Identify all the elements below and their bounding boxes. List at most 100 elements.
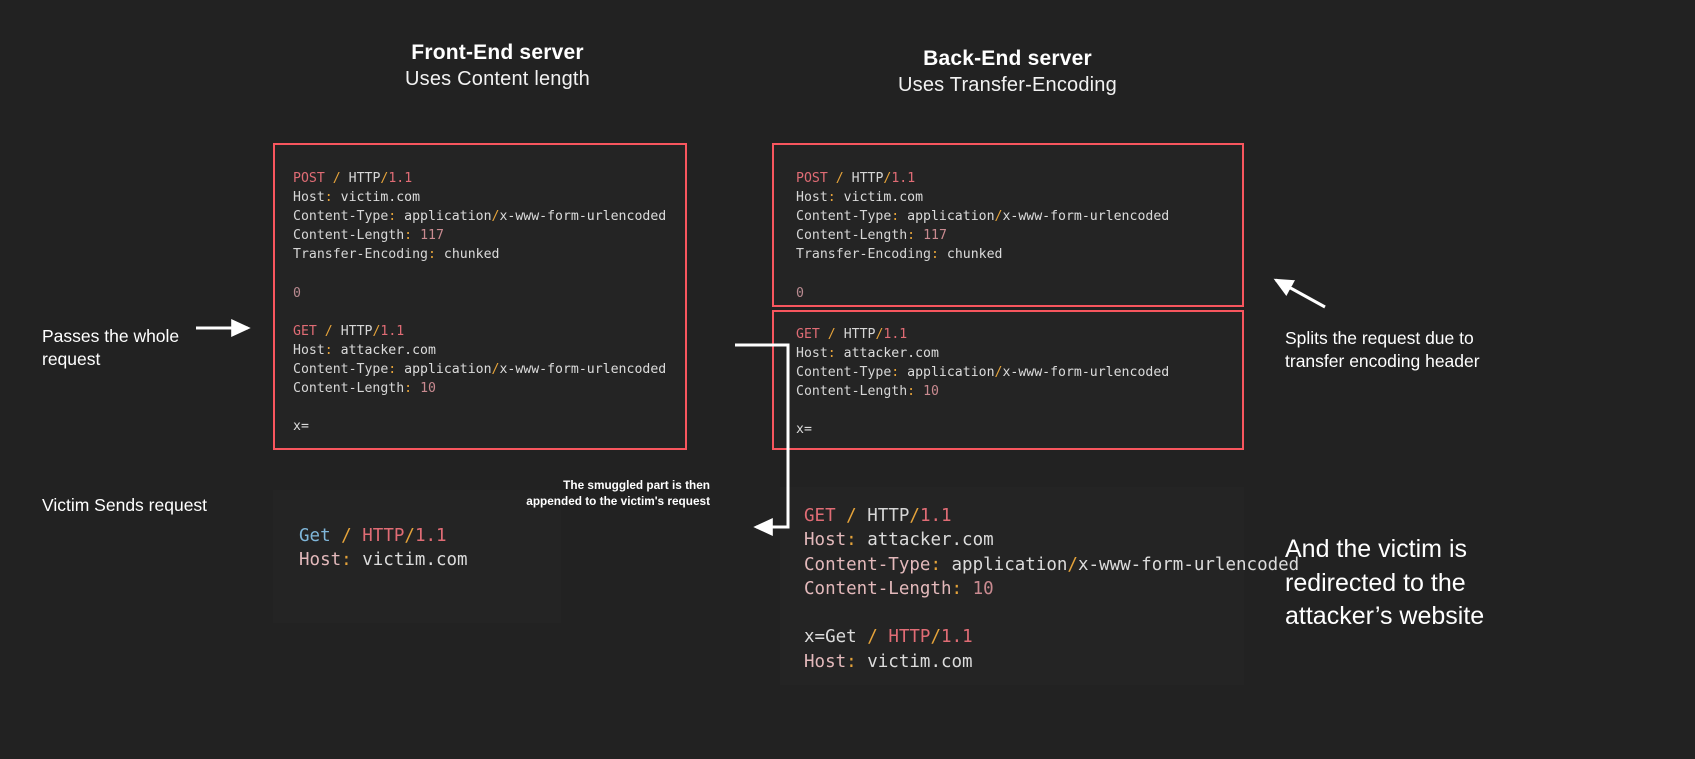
- code-token: 1.1: [380, 323, 405, 339]
- code-line: Content-Length: 10: [804, 577, 1244, 601]
- code-line: GET / HTTP/1.1: [796, 325, 1242, 344]
- code-line: Content-Length: 10: [293, 379, 685, 398]
- frontend-title: Front-End server: [411, 41, 584, 64]
- code-token: x-www-form-urlencoded: [499, 209, 667, 225]
- code-line: POST / HTTP/1.1: [293, 169, 685, 188]
- code-line: Host: victim.com: [804, 650, 1244, 674]
- code-token: :: [951, 578, 963, 599]
- code-token: GET: [293, 323, 317, 339]
- code-token: Host: [796, 346, 828, 362]
- code-token: 1.1: [388, 171, 413, 186]
- code-token: /: [875, 327, 884, 342]
- code-token: Content-Length: [796, 384, 908, 400]
- code-token: /: [491, 361, 500, 377]
- code-token: [331, 526, 342, 546]
- backend-subtitle: Uses Transfer-Encoding: [898, 73, 1117, 96]
- code-token: application: [899, 365, 995, 381]
- code-token: Content-Type: [293, 361, 389, 377]
- code-token: application: [899, 209, 995, 225]
- code-token: [844, 171, 852, 186]
- code-line: Content-Type: application/x-www-form-url…: [293, 360, 685, 379]
- code-token: [820, 327, 828, 342]
- code-token: /: [883, 171, 892, 186]
- frontend-column-heading: Front-End server Uses Content length: [300, 40, 695, 92]
- code-token: /: [867, 627, 878, 648]
- code-token: GET: [804, 506, 836, 526]
- code-token: Content-Length: [293, 228, 405, 244]
- code-line: Host: attacker.com: [804, 528, 1244, 552]
- code-token: Content-Length: [796, 228, 908, 244]
- code-token: :: [846, 530, 857, 551]
- code-line: GET / HTTP/1.1: [804, 504, 1244, 528]
- code-token: [836, 327, 844, 342]
- code-token: x-www-form-urlencoded: [499, 361, 667, 377]
- code-token: victim.com: [835, 190, 924, 206]
- code-token: HTTP: [843, 327, 876, 342]
- code-token: [962, 579, 973, 599]
- code-token: Transfer-Encoding: [796, 247, 931, 263]
- note-victim-redirected: And the victim is redirected to the atta…: [1285, 535, 1485, 630]
- note-victim-sends-request: Victim Sends request: [42, 495, 208, 515]
- code-token: 0: [796, 285, 804, 301]
- backend-column-heading: Back-End server Uses Transfer-Encoding: [810, 46, 1205, 98]
- code-line: POST / HTTP/1.1: [796, 169, 1242, 188]
- code-token: :: [388, 209, 397, 225]
- code-token: Content-Length: [804, 578, 952, 599]
- code-token: 1.1: [414, 526, 447, 546]
- code-token: /: [909, 506, 920, 526]
- code-token: /: [372, 323, 381, 339]
- code-token: /: [404, 526, 415, 546]
- code-token: [352, 526, 363, 546]
- code-line: 0: [796, 284, 1242, 303]
- code-token: [412, 228, 420, 243]
- code-token: GET: [796, 327, 820, 342]
- code-token: HTTP: [348, 171, 381, 186]
- code-token: [828, 171, 836, 186]
- code-token: x=: [293, 419, 309, 435]
- code-token: /: [835, 171, 844, 186]
- code-token: /: [332, 171, 341, 186]
- code-line: Content-Type: application/x-www-form-url…: [796, 207, 1242, 226]
- code-token: HTTP: [362, 526, 405, 546]
- code-line: [796, 264, 1242, 283]
- code-line: Transfer-Encoding: chunked: [293, 245, 685, 264]
- code-token: 117: [923, 228, 947, 244]
- code-token: :: [930, 554, 941, 575]
- code-token: :: [404, 228, 413, 244]
- code-token: :: [930, 247, 939, 263]
- code-line: Transfer-Encoding: chunked: [796, 245, 1242, 264]
- code-token: 1.1: [941, 627, 973, 648]
- code-token: application: [396, 209, 492, 225]
- code-token: attacker.com: [856, 530, 994, 551]
- backend-title: Back-End server: [923, 47, 1092, 70]
- code-token: /: [380, 171, 389, 186]
- code-token: HTTP: [867, 506, 910, 526]
- code-token: :: [827, 190, 836, 206]
- frontend-subtitle: Uses Content length: [404, 67, 591, 90]
- code-token: [325, 171, 333, 186]
- code-token: Content-Type: [804, 554, 931, 575]
- code-token: x-www-form-urlencoded: [1077, 554, 1300, 575]
- code-token: chunked: [938, 247, 1003, 263]
- code-token: [915, 228, 923, 243]
- code-token: 1.1: [919, 506, 952, 526]
- code-token: :: [427, 247, 436, 263]
- note-smuggled-part-appended: The smuggled part is then appended to th…: [526, 478, 710, 508]
- code-token: [333, 324, 341, 339]
- code-token: [412, 381, 420, 396]
- code-token: :: [907, 384, 916, 400]
- code-token: HTTP: [340, 323, 373, 339]
- code-token: Content-Type: [796, 365, 892, 381]
- code-token: :: [907, 228, 916, 244]
- code-token: :: [846, 651, 857, 672]
- code-token: :: [827, 346, 836, 362]
- code-token: 117: [420, 228, 444, 244]
- code-line: [293, 303, 685, 322]
- code-line: Host: victim.com: [299, 548, 561, 572]
- code-token: :: [388, 361, 397, 377]
- code-token: :: [404, 381, 413, 397]
